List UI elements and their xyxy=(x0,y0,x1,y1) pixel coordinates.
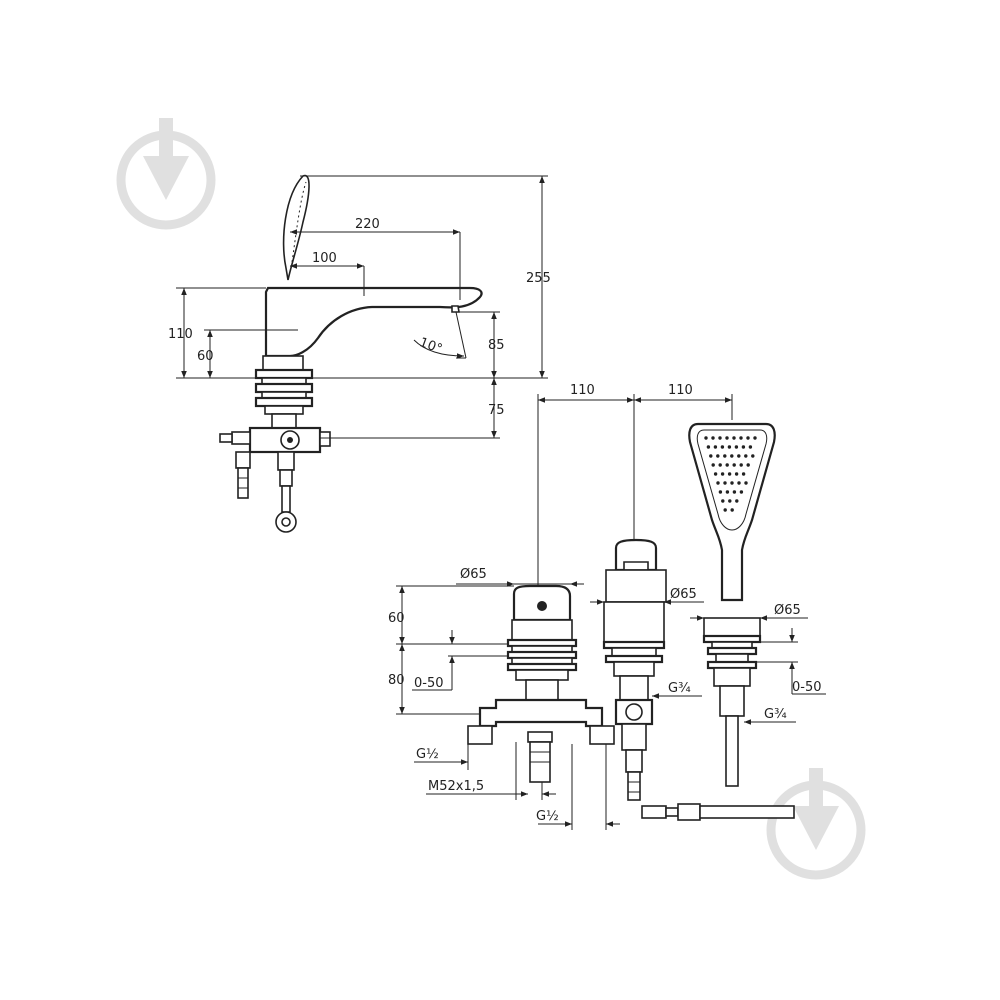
side-view: 255 220 100 110 60 85 10° 75 xyxy=(168,174,551,533)
nozzle-dot xyxy=(732,463,736,467)
dim-diameter-mixer: Ø65 xyxy=(460,567,487,582)
nozzle-dot xyxy=(716,454,720,458)
nozzle-dot xyxy=(730,481,734,485)
nozzle-dot xyxy=(723,454,727,458)
nozzle-dot xyxy=(725,436,729,440)
nozzle-dot xyxy=(746,436,750,440)
nozzle-dot xyxy=(741,472,746,476)
mixer-body-side xyxy=(264,286,483,358)
nozzle-dot xyxy=(751,454,755,458)
dim-deck-range-right: 0-50 xyxy=(792,680,822,695)
dim-diameter-shower: Ø65 xyxy=(774,603,801,618)
nozzle-dot xyxy=(739,463,743,467)
dim-spacing-left: 110 xyxy=(570,383,595,398)
dim-spout-angle: 10° xyxy=(417,335,444,357)
nozzle-dot xyxy=(718,490,723,494)
nozzle-dot xyxy=(720,472,725,476)
nozzle-dot xyxy=(727,472,732,476)
nozzle-dot xyxy=(741,445,746,449)
nozzle-pattern xyxy=(704,436,757,512)
nozzle-dot xyxy=(725,463,729,467)
nozzle-dot xyxy=(728,499,732,503)
nozzle-dot xyxy=(744,481,748,485)
dim-mount-thread: M52x1,5 xyxy=(428,779,484,794)
nozzle-dot xyxy=(734,445,739,449)
dim-below-deck: 75 xyxy=(488,403,505,418)
nozzle-dot xyxy=(718,463,722,467)
nozzle-dot xyxy=(711,436,715,440)
dim-body-height: 110 xyxy=(168,327,193,342)
nozzle-dot xyxy=(737,454,741,458)
nozzle-dot xyxy=(753,436,757,440)
nozzle-dot xyxy=(721,499,725,503)
dim-cap-height: 60 xyxy=(388,611,405,626)
dim-thread-spout: G¾ xyxy=(668,681,691,696)
dim-body-height-front: 80 xyxy=(388,673,405,688)
nozzle-dot xyxy=(732,490,737,494)
nozzle-dot xyxy=(739,490,744,494)
nozzle-dot xyxy=(730,454,734,458)
dim-thread-shower: G¾ xyxy=(764,707,787,722)
valve-body-front xyxy=(478,698,604,728)
dim-spacing-right: 110 xyxy=(668,383,693,398)
nozzle-dot xyxy=(744,454,748,458)
handshower-side xyxy=(282,174,310,281)
nozzle-dot xyxy=(735,499,739,503)
nozzle-dot xyxy=(709,454,713,458)
mixer-base-side xyxy=(262,355,304,371)
nozzle-dot xyxy=(711,463,715,467)
nozzle-dot xyxy=(727,445,732,449)
nozzle-dot xyxy=(737,481,741,485)
dim-spout-reach: 220 xyxy=(355,217,380,232)
dim-spout-height: 85 xyxy=(488,338,505,353)
nozzle-dot xyxy=(746,463,750,467)
nozzle-dot xyxy=(713,472,718,476)
nozzle-dot xyxy=(748,445,753,449)
nozzle-dot xyxy=(713,445,718,449)
nozzle-dot xyxy=(732,436,736,440)
nozzle-dot xyxy=(720,445,725,449)
dim-inlet-thread-left: G½ xyxy=(416,747,439,762)
nozzle-dot xyxy=(730,508,734,512)
nozzle-dot xyxy=(718,436,722,440)
nozzle-dot xyxy=(706,445,711,449)
dim-total-height: 255 xyxy=(526,271,551,286)
nozzle-dot xyxy=(716,481,720,485)
handshower-front xyxy=(688,422,776,602)
nozzle-dot xyxy=(739,436,743,440)
dim-deck-range-left: 0-50 xyxy=(414,676,444,691)
nozzle-dot xyxy=(704,436,708,440)
nozzle-dot xyxy=(723,508,727,512)
drop-pin-logo-icon xyxy=(116,118,216,230)
dim-lever-height: 60 xyxy=(197,349,214,364)
drop-pin-logo-icon xyxy=(766,768,866,880)
dim-handle-offset: 100 xyxy=(312,251,337,266)
nozzle-dot xyxy=(725,490,730,494)
dim-inlet-thread-bottom: G½ xyxy=(536,809,559,824)
nozzle-dot xyxy=(723,481,727,485)
nozzle-dot xyxy=(734,472,739,476)
front-view: 110 110 xyxy=(388,383,826,830)
dim-diameter-spout: Ø65 xyxy=(670,587,697,602)
